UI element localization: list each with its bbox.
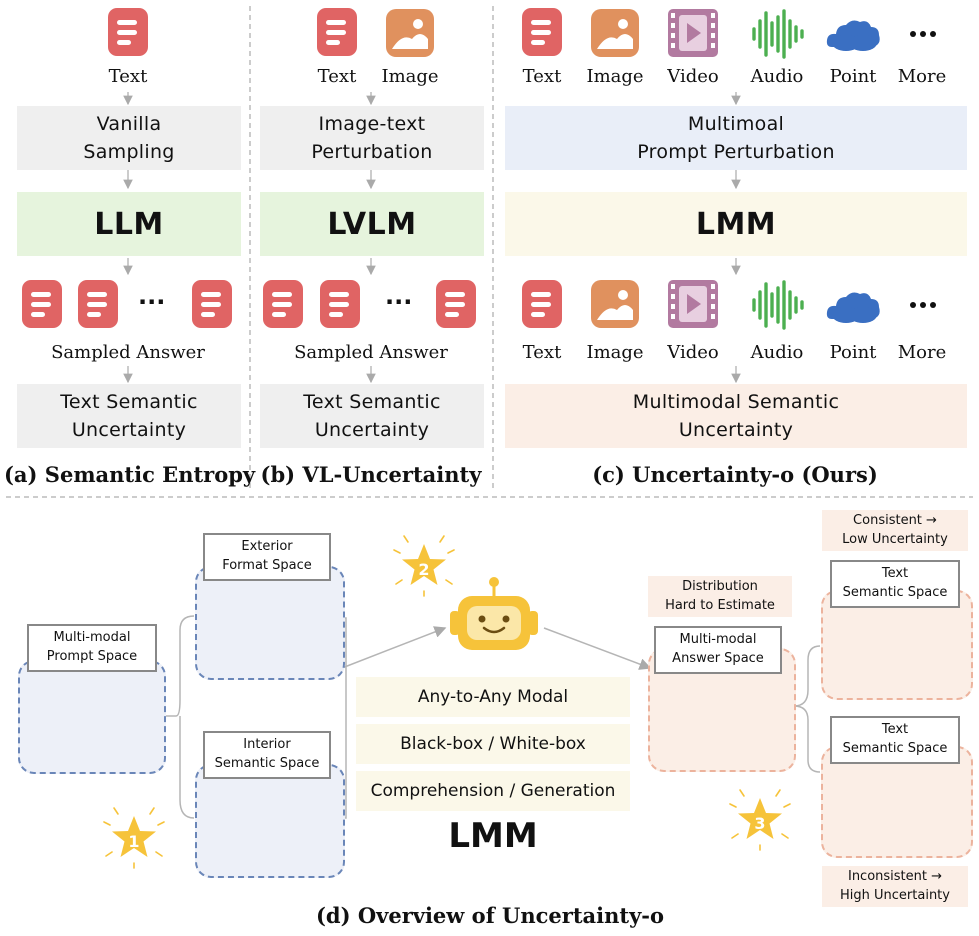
distribution-note: Distribution Hard to Estimate — [648, 576, 792, 617]
semantic-space-region-bottom — [821, 746, 973, 858]
input-label-video: Video — [667, 66, 719, 87]
answer-space-tag: Multi-modal Answer Space — [654, 626, 782, 674]
input-label-text: Text — [108, 66, 148, 87]
input-label-text: Text — [317, 66, 357, 87]
feature-black-white-box: Black-box / White-box — [356, 724, 630, 764]
doc-icon — [22, 280, 62, 328]
input-label-more: More — [897, 66, 947, 87]
output-label-more: More — [897, 342, 947, 363]
more-dots-icon — [910, 302, 936, 308]
doc-icon — [522, 280, 562, 328]
feature-comprehension-generation: Comprehension / Generation — [356, 771, 630, 811]
output-label-text: Text — [522, 342, 562, 363]
sampled-answer-label: Sampled Answer — [51, 342, 205, 363]
prompt-space-tag: Multi-modal Prompt Space — [27, 624, 157, 672]
overview-connectors — [163, 615, 821, 819]
more-dots-icon — [910, 31, 936, 37]
text-semantic-uncertainty-box: Text Semantic Uncertainty — [17, 384, 241, 448]
lmm-box: LMM — [505, 192, 967, 256]
prompt-space-region — [18, 660, 166, 774]
feature-any-to-any: Any-to-Any Modal — [356, 677, 630, 717]
text-semantic-uncertainty-box: Text Semantic Uncertainty — [260, 384, 484, 448]
image-icon — [386, 9, 434, 57]
interior-space-tag: Interior Semantic Space — [203, 731, 331, 779]
llm-box: LLM — [17, 192, 241, 256]
input-label-image: Image — [586, 66, 644, 87]
semantic-space-tag-top: Text Semantic Space — [830, 560, 960, 608]
interior-space-region — [195, 764, 345, 878]
image-text-perturbation-box: Image-text Perturbation — [260, 106, 484, 170]
exterior-space-region — [195, 566, 345, 680]
doc-icon — [317, 8, 357, 56]
lvlm-box: LVLM — [260, 192, 484, 256]
image-icon — [591, 9, 639, 57]
image-icon — [591, 280, 639, 328]
sampled-answer-label: Sampled Answer — [294, 342, 448, 363]
lmm-label: LMM — [448, 816, 538, 856]
input-label-point: Point — [829, 66, 877, 87]
doc-icon — [108, 8, 148, 56]
step-star-1: 1 — [103, 807, 165, 869]
doc-icon — [522, 8, 562, 56]
input-label-image: Image — [381, 66, 439, 87]
doc-icon — [192, 280, 232, 328]
point-cloud-icon — [826, 20, 880, 51]
caption-c: (c) Uncertainty-o (Ours) — [592, 462, 878, 487]
multimodal-prompt-perturbation-box: Multimoal Prompt Perturbation — [505, 106, 967, 170]
flow-arrows — [123, 92, 741, 384]
svg-text:3: 3 — [754, 814, 765, 833]
video-icon — [668, 9, 718, 57]
input-label-text: Text — [522, 66, 562, 87]
output-label-point: Point — [829, 342, 877, 363]
inconsistent-note: Inconsistent → High Uncertainty — [822, 866, 968, 907]
video-icon — [668, 280, 718, 328]
point-cloud-icon — [826, 292, 880, 323]
ellipsis: ··· — [138, 288, 166, 316]
exterior-space-tag: Exterior Format Space — [203, 533, 331, 581]
audio-icon — [752, 9, 804, 59]
doc-icon — [436, 280, 476, 328]
step-star-2: 2 — [393, 535, 455, 597]
doc-icon — [78, 280, 118, 328]
output-label-video: Video — [667, 342, 719, 363]
multimodal-semantic-uncertainty-box: Multimodal Semantic Uncertainty — [505, 384, 967, 448]
audio-icon — [752, 280, 804, 330]
ellipsis: ··· — [385, 288, 413, 316]
consistent-note: Consistent → Low Uncertainty — [822, 510, 968, 551]
caption-d: (d) Overview of Uncertainty-o — [315, 903, 665, 928]
caption-a: (a) Semantic Entropy — [4, 462, 256, 487]
caption-b: (b) VL-Uncertainty — [260, 462, 482, 487]
vanilla-sampling-box: Vanilla Sampling — [17, 106, 241, 170]
output-label-image: Image — [586, 342, 644, 363]
doc-icon — [320, 280, 360, 328]
semantic-space-tag-bottom: Text Semantic Space — [830, 716, 960, 764]
output-label-audio: Audio — [750, 342, 804, 363]
doc-icon — [263, 280, 303, 328]
svg-text:2: 2 — [418, 560, 429, 579]
robot-icon — [450, 577, 538, 650]
svg-text:1: 1 — [128, 832, 139, 851]
input-label-audio: Audio — [750, 66, 804, 87]
step-star-3: 3 — [729, 789, 791, 851]
